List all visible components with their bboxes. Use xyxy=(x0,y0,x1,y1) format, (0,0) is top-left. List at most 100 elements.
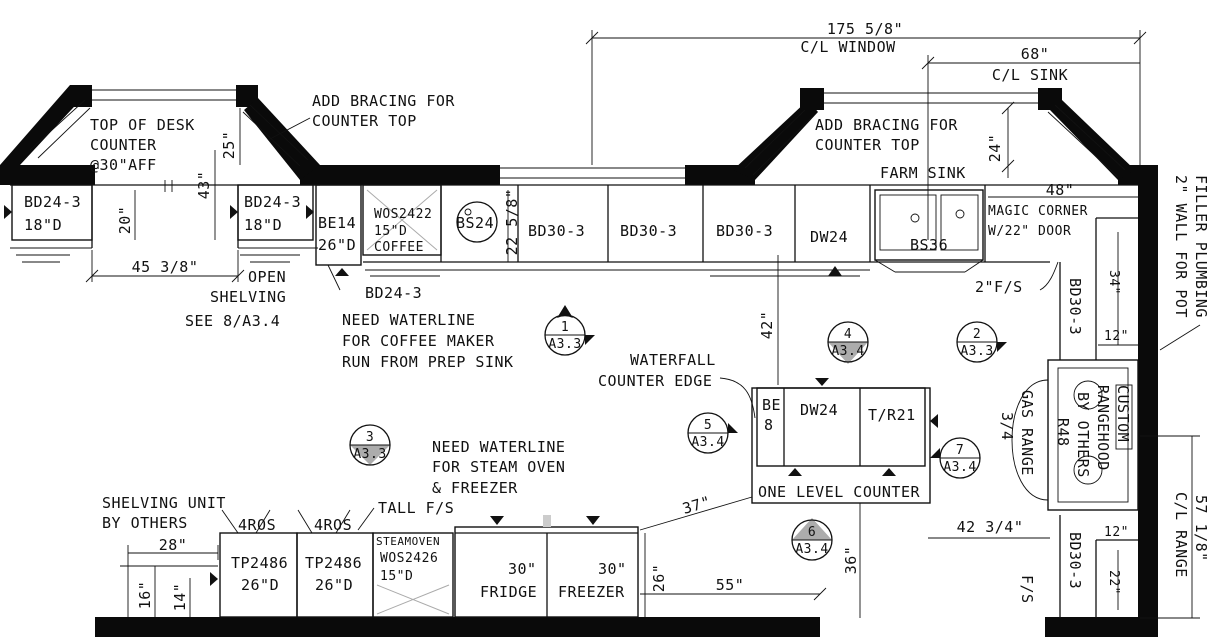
notes: NEED WATERLINE FOR COFFEE MAKER RUN FROM… xyxy=(342,311,565,497)
desk-note-2: COUNTER xyxy=(90,136,157,154)
section-marker-1-sheet: A3.3 xyxy=(548,337,581,352)
fs-bottom-label: F/S xyxy=(1018,575,1036,604)
tall-fs-label: TALL F/S xyxy=(378,499,454,517)
dim-bs-22-5-8: 22 5/8" xyxy=(503,189,521,256)
section-marker-4-num: 4 xyxy=(844,327,852,342)
freezer-size: 30" xyxy=(598,560,627,578)
cab-tp2486-a-1: TP2486 xyxy=(231,554,288,572)
bracing-left-2: COUNTER TOP xyxy=(312,112,417,130)
cab-bd24-mid-1: BD24-3 xyxy=(244,193,301,211)
desk-note-1: TOP OF DESK xyxy=(90,116,195,134)
rangehood-3: BY OTHERS xyxy=(1074,392,1092,478)
section-marker-3-num: 3 xyxy=(366,430,374,445)
filler-note-2: FILLER PLUMBING xyxy=(1192,175,1210,318)
ros-a-label: 4ROS xyxy=(238,516,276,534)
cab-bs24: BS24 xyxy=(456,214,494,232)
island-dw24: DW24 xyxy=(800,401,838,419)
bottom-wall-run: SHELVING UNIT BY OTHERS 28" 16" 14" TP24… xyxy=(102,494,827,618)
dim-range-42-3-4: 42 3/4" xyxy=(957,518,1024,536)
dim-shelf-14: 14" xyxy=(171,583,189,612)
section-marker-1-num: 1 xyxy=(561,320,569,335)
filler-note-1: 2" WALL FOR POT xyxy=(1172,175,1190,318)
section-marker-5: 5 A3.4 xyxy=(687,412,738,454)
dim-side-34: 34" xyxy=(1106,270,1121,295)
island-be8-2: 8 xyxy=(764,416,774,434)
right-wall-run: 2" WALL FOR POT FILLER PLUMBING BD30-3 3… xyxy=(928,175,1210,619)
cab-tp2486-b-1: TP2486 xyxy=(305,554,362,572)
bracing-right-2: COUNTER TOP xyxy=(815,136,920,154)
section-marker-6-num: 6 xyxy=(808,525,816,540)
waterline-coffee-2: FOR COFFEE MAKER xyxy=(342,332,495,350)
waterline-coffee-1: NEED WATERLINE xyxy=(342,311,475,329)
cab-bs36: BS36 xyxy=(910,236,948,254)
cab-be14-1: BE14 xyxy=(318,214,356,232)
dim-desk-25: 25" xyxy=(220,131,238,160)
one-level-counter: ONE LEVEL COUNTER xyxy=(758,483,920,501)
fs-2-label: 2"F/S xyxy=(975,278,1023,296)
dim-shelf-16: 16" xyxy=(136,581,154,610)
fridge-size: 30" xyxy=(508,560,537,578)
section-marker-6-sheet: A3.4 xyxy=(795,542,828,557)
waterline-steam-3: & FREEZER xyxy=(432,479,518,497)
dim-island-36: 36" xyxy=(842,546,860,575)
cab-bd30-right-top: BD30-3 xyxy=(1066,278,1084,335)
cab-wos2422-3: COFFEE xyxy=(374,240,424,255)
shelving-unit-2: BY OTHERS xyxy=(102,514,188,532)
cl-range-label: C/L RANGE xyxy=(1172,492,1190,578)
section-marker-6: 6 A3.4 xyxy=(791,518,833,561)
fridge-label: FRIDGE xyxy=(480,583,537,601)
freezer-label: FREEZER xyxy=(558,583,625,601)
cl-window-label: C/L WINDOW xyxy=(800,38,896,56)
cab-bd24-mid-2: 18"D xyxy=(244,216,282,234)
waterline-steam-2: FOR STEAM OVEN xyxy=(432,458,565,476)
desk-area: TOP OF DESK COUNTER @30"AFF ADD BRACING … xyxy=(4,92,455,330)
island: WATERFALL COUNTER EDGE BE 8 DW24 T/R21 O… xyxy=(598,351,938,618)
cab-be14-2: 26"D xyxy=(318,236,356,254)
waterfall-1: WATERFALL xyxy=(630,351,716,369)
cab-bd30-a: BD30-3 xyxy=(528,222,585,240)
dim-range-57-1-8: 57 1/8" xyxy=(1192,495,1210,562)
top-dimensions: 175 5/8" C/L WINDOW 68" C/L SINK 24" 48" xyxy=(585,20,1147,240)
dim-desk-width: 45 3/8" xyxy=(132,258,199,276)
dim-corner-48: 48" xyxy=(1046,181,1075,199)
cab-bd24-left-2: 18"D xyxy=(24,216,62,234)
gas-range-1: GAS RANGE xyxy=(1018,390,1036,476)
section-marker-5-num: 5 xyxy=(704,418,712,433)
shelving-unit-1: SHELVING UNIT xyxy=(102,494,226,512)
section-marker-5-sheet: A3.4 xyxy=(691,435,724,450)
dim-shelf-28: 28" xyxy=(159,536,188,554)
cab-dw24-wall: DW24 xyxy=(810,228,848,246)
section-markers: 1 A3.3 4 A3.4 2 A3.3 3 A3.3 xyxy=(349,305,1007,561)
section-marker-2: 2 A3.3 xyxy=(956,321,1007,363)
cab-bd30-right-bottom: BD30-3 xyxy=(1066,532,1084,589)
rangehood-2: RANGEHOOD xyxy=(1094,385,1112,471)
bracing-right-1: ADD BRACING FOR xyxy=(815,116,958,134)
dim-sink-offset: 68" xyxy=(1021,45,1050,63)
dim-island-37: 37" xyxy=(680,493,712,518)
dim-side-12-bottom: 12" xyxy=(1104,525,1129,540)
dim-fridge-55: 55" xyxy=(716,576,745,594)
dim-aisle-42: 42" xyxy=(758,311,776,340)
island-be8-1: BE xyxy=(762,396,781,414)
section-marker-3-sheet: A3.3 xyxy=(353,447,386,462)
cab-bd24-left-1: BD24-3 xyxy=(24,193,81,211)
cab-bd30-c: BD30-3 xyxy=(716,222,773,240)
dim-window-width: 175 5/8" xyxy=(827,20,903,38)
section-marker-4-sheet: A3.4 xyxy=(831,344,864,359)
range-r48: R48 xyxy=(1054,418,1072,447)
waterline-coffee-3: RUN FROM PREP SINK xyxy=(342,353,514,371)
desk-note-3: @30"AFF xyxy=(90,156,157,174)
steamoven-3: 15"D xyxy=(380,569,413,584)
steamoven-2: WOS2426 xyxy=(380,551,438,566)
section-marker-4: 4 A3.4 xyxy=(827,321,869,364)
cab-wos2422-1: WOS2422 xyxy=(374,207,432,222)
section-marker-2-num: 2 xyxy=(973,327,981,342)
open-shelving-1: OPEN xyxy=(248,268,286,286)
rangehood-1: CUSTOM xyxy=(1114,385,1132,442)
open-shelving-3: SEE 8/A3.4 xyxy=(185,312,280,330)
cab-tp2486-a-2: 26"D xyxy=(241,576,279,594)
open-shelving-2: SHELVING xyxy=(210,288,286,306)
waterfall-2: COUNTER EDGE xyxy=(598,372,712,390)
waterline-steam-1: NEED WATERLINE xyxy=(432,438,565,456)
